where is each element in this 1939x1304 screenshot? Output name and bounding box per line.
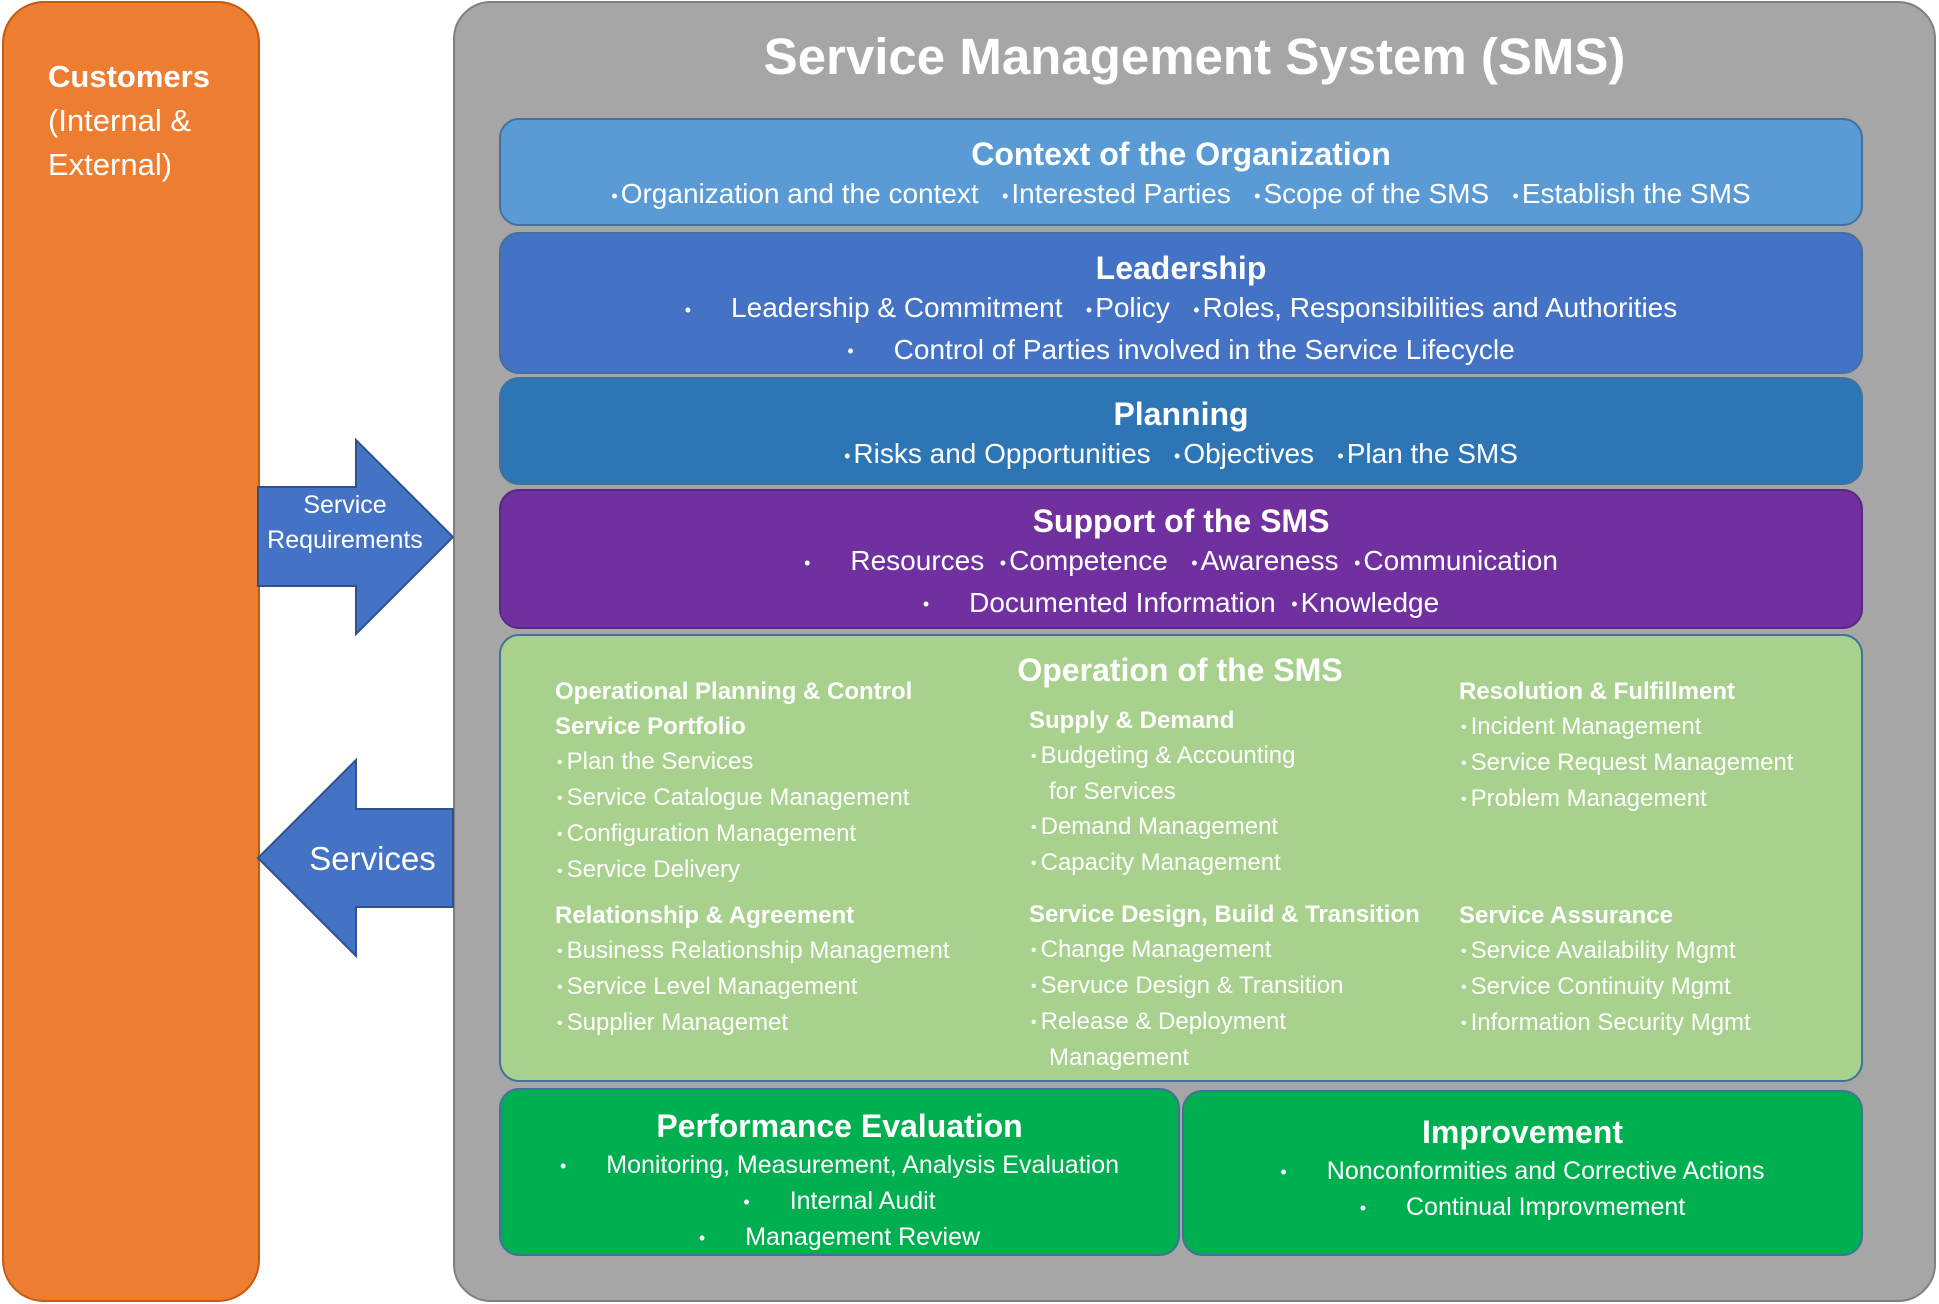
support-line-2: Documented Information Knowledge <box>501 583 1861 625</box>
planning-item: Risks and Opportunities <box>844 434 1150 476</box>
group-heading: Supply & Demand <box>1029 707 1235 734</box>
group-item: Capacity Management <box>1029 845 1449 881</box>
group-item: Incident Management <box>1459 709 1859 745</box>
planning-item: Objectives <box>1174 434 1314 476</box>
planning-item: Plan the SMS <box>1337 434 1518 476</box>
customers-title: Customers <box>48 59 210 94</box>
leadership-item: Leadership & Commitment <box>685 288 1062 330</box>
group-item: Plan the Services <box>555 744 1015 780</box>
support-item: Competence <box>1000 541 1168 583</box>
context-title: Context of the Organization <box>971 136 1391 172</box>
leadership-line-2: Control of Parties involved in the Servi… <box>501 330 1861 372</box>
planning-items: Risks and Opportunities Objectives Plan … <box>501 434 1861 476</box>
leadership-line-1: Leadership & Commitment Policy Roles, Re… <box>501 288 1861 330</box>
group-item: Budgeting & Accounting <box>1029 738 1449 774</box>
group-item: Information Security Mgmt <box>1459 1005 1859 1041</box>
context-item: Interested Parties <box>1002 174 1230 216</box>
leadership-item: Policy <box>1086 288 1170 330</box>
context-item: Establish the SMS <box>1513 174 1751 216</box>
group-item-continuation: for Services <box>1049 778 1176 806</box>
support-item: Awareness <box>1191 541 1339 583</box>
improvement-item: Continual Improvmement <box>1184 1190 1861 1226</box>
group-heading: Service Assurance <box>1459 902 1673 929</box>
group-item-continuation: Management <box>1049 1044 1190 1072</box>
group-item: Problem Management <box>1459 781 1859 817</box>
improvement-panel: Improvement Nonconformities and Correcti… <box>1182 1090 1863 1256</box>
operational-planning-group: Operational Planning & Control Service P… <box>555 674 1015 889</box>
performance-item-text: Management Review <box>699 1220 980 1256</box>
performance-item: Internal Audit <box>501 1184 1178 1220</box>
planning-panel: Planning Risks and Opportunities Objecti… <box>499 377 1863 485</box>
improvement-item: Nonconformities and Corrective Actions <box>1184 1154 1861 1190</box>
leadership-item: Control of Parties involved in the Servi… <box>847 330 1515 372</box>
improvement-title: Improvement <box>1422 1114 1623 1150</box>
support-line-1: Resources Competence Awareness Communica… <box>501 541 1861 583</box>
group-item: Service Catalogue Management <box>555 780 1015 816</box>
group-heading: Service Design, Build & Transition <box>1029 901 1420 928</box>
group-heading: Service Portfolio <box>555 713 746 740</box>
group-item: Service Request Management <box>1459 745 1859 781</box>
relationship-agreement-group: Relationship & Agreement Business Relati… <box>555 898 1015 1041</box>
leadership-item: Roles, Responsibilities and Authorities <box>1193 288 1678 330</box>
performance-title: Performance Evaluation <box>656 1108 1023 1144</box>
support-panel: Support of the SMS Resources Competence … <box>499 489 1863 629</box>
context-item: Organization and the context <box>611 174 979 216</box>
customers-panel: Customers (Internal & External) <box>2 1 260 1302</box>
group-item: Service Continuity Mgmt <box>1459 969 1859 1005</box>
supply-demand-group: Supply & Demand Budgeting & Accounting f… <box>1029 703 1449 881</box>
group-item: Change Management <box>1029 932 1449 968</box>
services-label: Services <box>309 840 436 877</box>
group-heading: Resolution & Fulfillment <box>1459 678 1735 705</box>
performance-item-text: Internal Audit <box>743 1184 936 1220</box>
group-item: Servuce Design & Transition <box>1029 968 1449 1004</box>
support-title: Support of the SMS <box>1032 503 1330 539</box>
support-item: Knowledge <box>1291 583 1440 625</box>
group-heading: Operational Planning & Control <box>555 678 913 705</box>
performance-evaluation-panel: Performance Evaluation Monitoring, Measu… <box>499 1088 1180 1256</box>
resolution-fulfillment-group: Resolution & Fulfillment Incident Manage… <box>1459 674 1859 817</box>
improvement-item-text: Nonconformities and Corrective Actions <box>1280 1154 1765 1190</box>
service-assurance-group: Service Assurance Service Availability M… <box>1459 898 1859 1041</box>
service-requirements-label: Service Requirements <box>267 491 423 554</box>
group-item: Configuration Management <box>555 816 1015 852</box>
performance-item: Monitoring, Measurement, Analysis Evalua… <box>501 1148 1178 1184</box>
leadership-title: Leadership <box>1095 250 1267 286</box>
leadership-panel: Leadership Leadership & Commitment Polic… <box>499 232 1863 374</box>
sms-title: Service Management System (SMS) <box>763 28 1626 85</box>
planning-title: Planning <box>1113 396 1249 432</box>
context-item: Scope of the SMS <box>1254 174 1489 216</box>
group-item: Business Relationship Management <box>555 933 1015 969</box>
customers-subtitle: (Internal & External) <box>48 103 192 182</box>
support-item: Resources <box>804 541 984 583</box>
group-item: Service Availability Mgmt <box>1459 933 1859 969</box>
group-item: Release & Deployment <box>1029 1004 1449 1040</box>
support-item: Communication <box>1354 541 1558 583</box>
context-panel: Context of the Organization Organization… <box>499 118 1863 226</box>
group-heading: Relationship & Agreement <box>555 902 855 929</box>
group-item: Demand Management <box>1029 809 1449 845</box>
support-item: Documented Information <box>923 583 1276 625</box>
performance-item: Management Review <box>501 1220 1178 1256</box>
context-items: Organization and the context Interested … <box>501 174 1861 216</box>
group-item: Service Level Management <box>555 969 1015 1005</box>
group-item: Service Delivery <box>555 852 1015 888</box>
design-build-transition-group: Service Design, Build & Transition Chang… <box>1029 897 1449 1075</box>
improvement-item-text: Continual Improvmement <box>1360 1190 1685 1226</box>
operation-title: Operation of the SMS <box>1017 652 1343 688</box>
performance-item-text: Monitoring, Measurement, Analysis Evalua… <box>560 1148 1119 1184</box>
group-item: Supplier Managemet <box>555 1005 1015 1041</box>
